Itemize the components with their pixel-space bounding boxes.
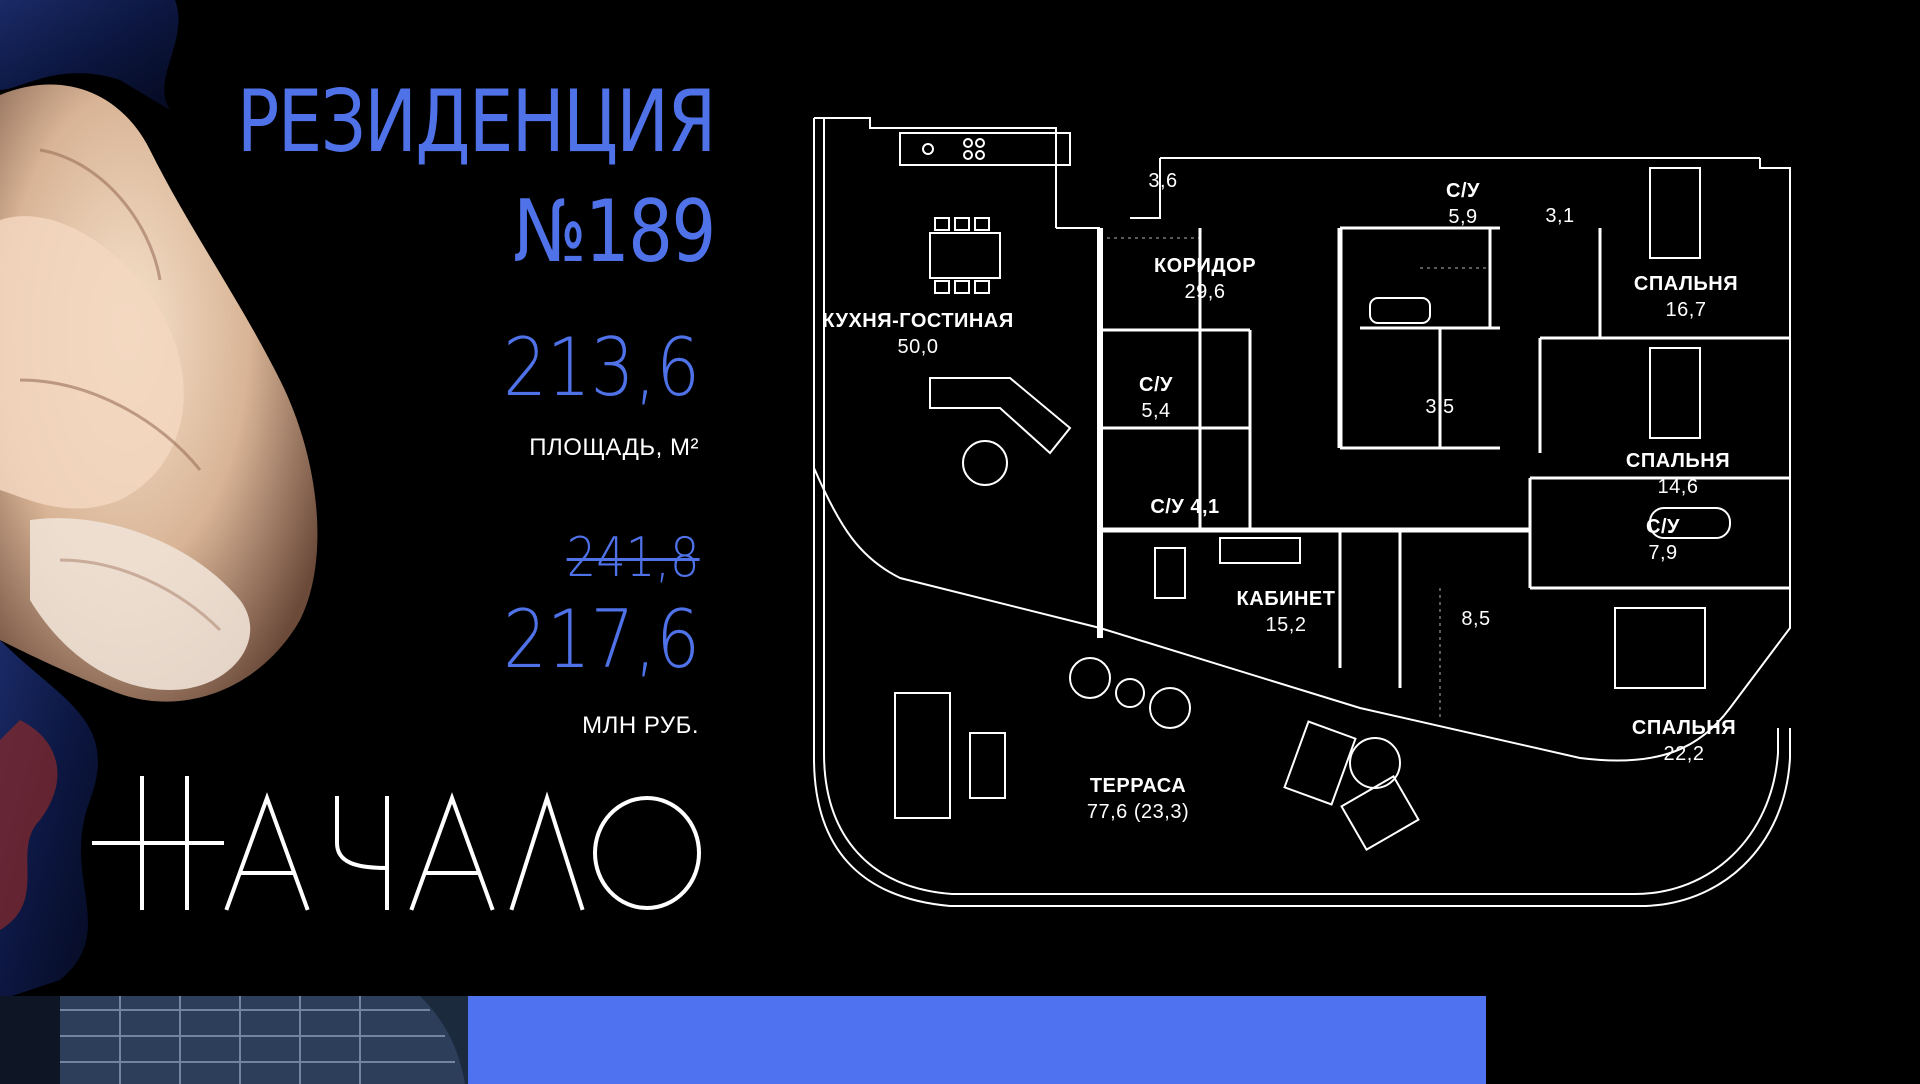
new-price: 217,6 [503, 593, 700, 686]
floor-plan-drawing [813, 117, 1791, 907]
flower-illustration [0, 0, 318, 1000]
old-price: 241,8 [567, 526, 700, 589]
room-bathroom-3: С/У 4,1 [1150, 496, 1220, 518]
residence-title: РЕЗИДЕНЦИЯ [237, 72, 716, 172]
room-wardrobe-1: 3,6 [1148, 170, 1178, 192]
brand-logo [92, 776, 701, 911]
building-photo [0, 996, 470, 1084]
room-wardrobe-3: 3,5 [1425, 396, 1455, 418]
area-value: 213,6 [503, 321, 700, 414]
area-caption: ПЛОЩАДЬ, М² [529, 434, 699, 461]
residence-number: №189 [513, 182, 717, 282]
room-wardrobe-4: 8,5 [1461, 608, 1491, 630]
room-wardrobe-2: 3,1 [1545, 205, 1575, 227]
accent-strip [468, 996, 1486, 1084]
price-caption: МЛН РУБ. [582, 712, 699, 739]
